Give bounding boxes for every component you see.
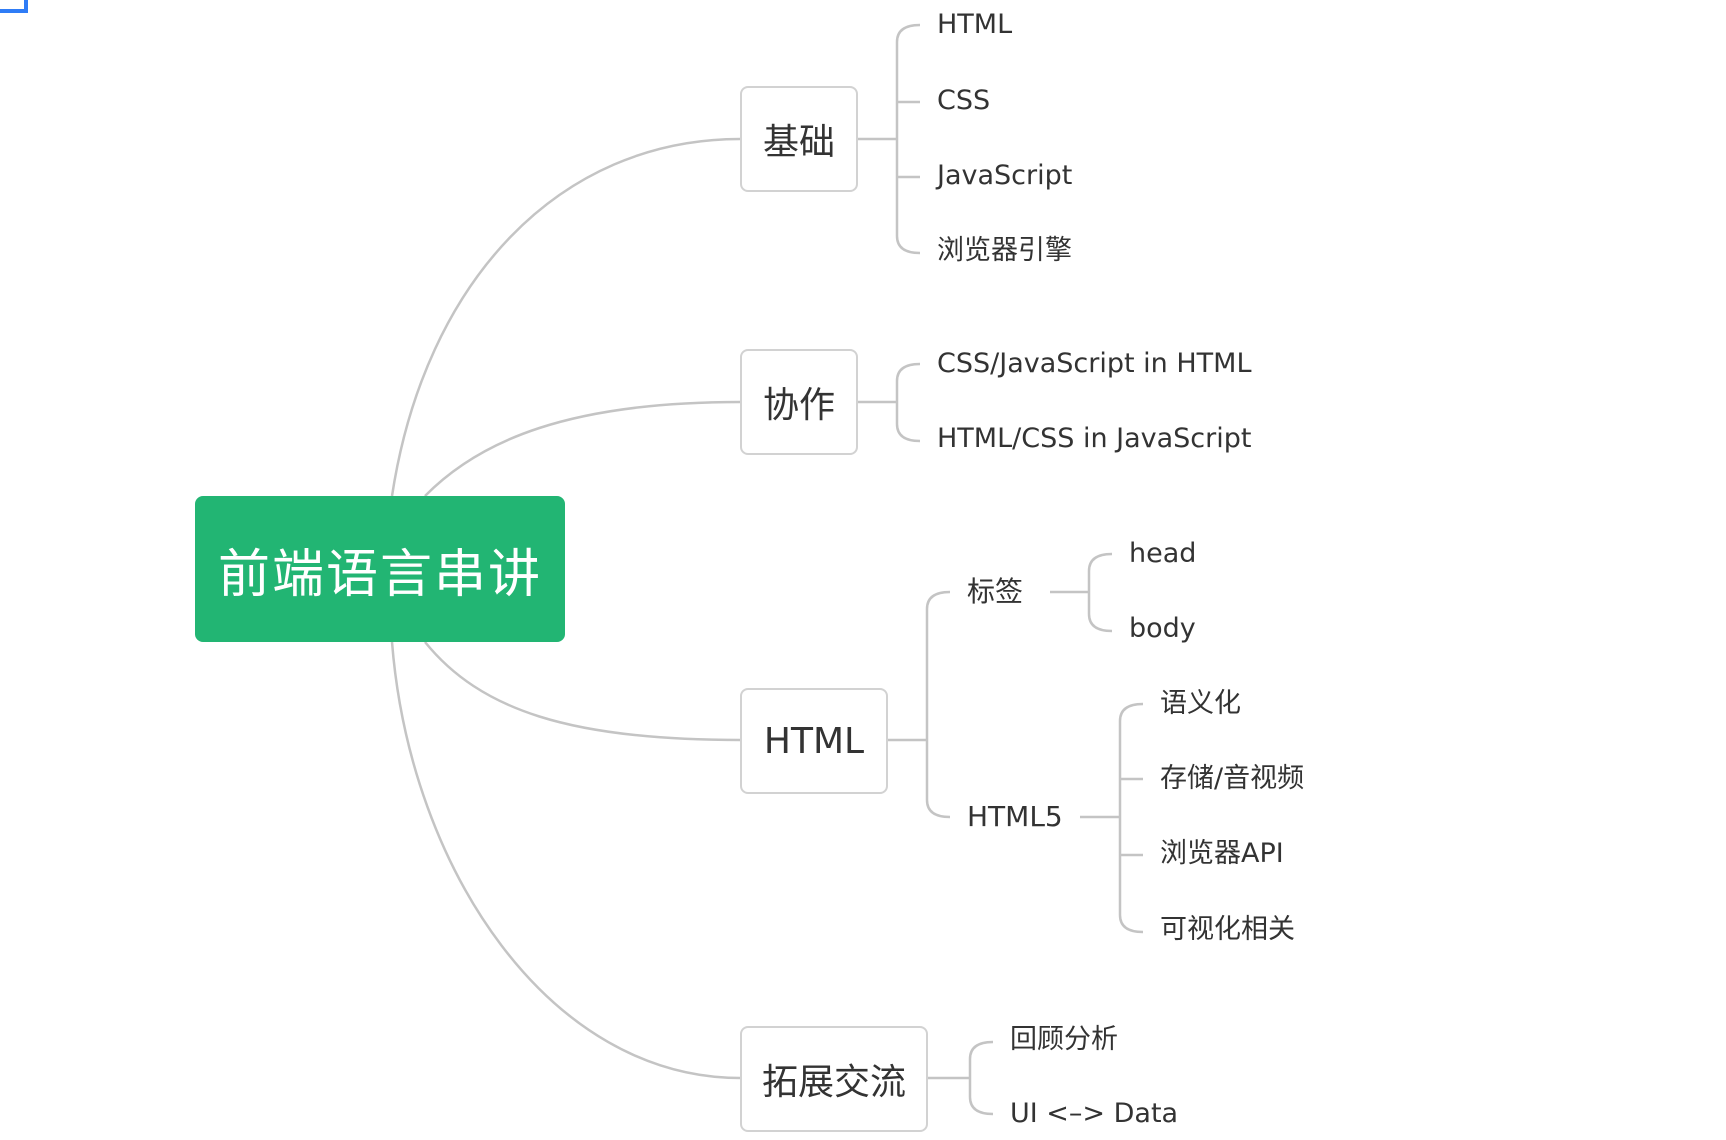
leaf-extension-review: 回顾分析	[1010, 1024, 1118, 1055]
bracket-extension	[928, 1040, 994, 1116]
leaf-html5-storage-media: 存储/音视频	[1160, 763, 1305, 794]
root-label: 前端语言串讲	[217, 544, 542, 605]
root-node[interactable]: 前端语言串讲	[195, 496, 565, 642]
leaf-basics-html: HTML	[937, 9, 1013, 40]
branch-node-basics[interactable]: 基础	[740, 86, 858, 192]
branch-label-basics: 基础	[762, 122, 835, 163]
leaf-html5-visualization: 可视化相关	[1160, 914, 1295, 945]
bracket-html	[888, 590, 951, 819]
leaf-basics-javascript: JavaScript	[937, 160, 1073, 191]
sub-node-tags: 标签	[967, 575, 1024, 608]
blue-corner-mark	[0, 0, 28, 13]
connector-root-html	[424, 641, 741, 742]
connector-root-extension	[390, 641, 741, 1080]
leaf-basics-browser-engine: 浏览器引擎	[937, 235, 1072, 266]
leaf-html5-semantics: 语义化	[1160, 688, 1241, 719]
branch-label-extension: 拓展交流	[761, 1062, 906, 1103]
bracket-html5	[1080, 702, 1144, 934]
branch-node-extension[interactable]: 拓展交流	[740, 1026, 928, 1132]
connector-root-collaboration	[424, 400, 741, 497]
bracket-tags	[1050, 552, 1113, 633]
leaf-html5-browser-api: 浏览器API	[1160, 838, 1284, 869]
branch-label-collaboration: 协作	[762, 385, 835, 426]
connector-root-basics	[390, 137, 741, 497]
leaf-collab-html-css-in-js: HTML/CSS in JavaScript	[937, 423, 1252, 454]
leaf-basics-css: CSS	[937, 85, 991, 116]
branch-label-html: HTML	[763, 720, 865, 762]
branch-node-collaboration[interactable]: 协作	[740, 349, 858, 455]
bracket-basics	[858, 23, 921, 255]
leaf-extension-ui-data: UI <–> Data	[1010, 1098, 1179, 1129]
leaf-tags-body: body	[1129, 613, 1196, 644]
leaf-tags-head: head	[1129, 538, 1197, 569]
branch-node-html[interactable]: HTML	[740, 688, 888, 794]
bracket-collaboration	[858, 362, 921, 443]
leaf-collab-css-js-in-html: CSS/JavaScript in HTML	[937, 348, 1252, 379]
sub-node-html5: HTML5	[967, 800, 1063, 833]
